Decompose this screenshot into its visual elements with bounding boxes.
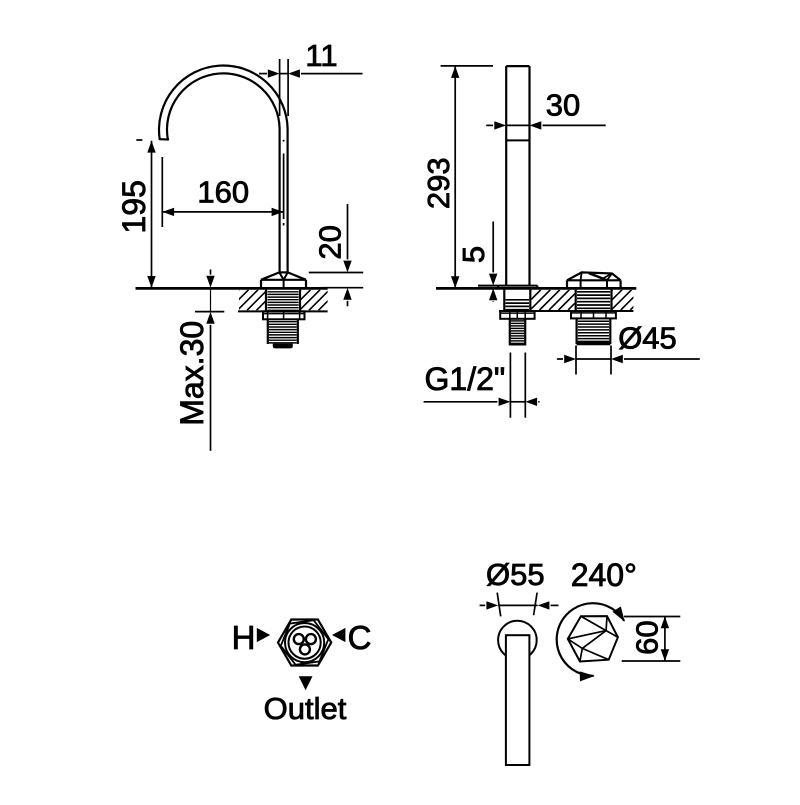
svg-text:Ø45: Ø45 [618,321,677,356]
svg-text:Ø55: Ø55 [486,557,545,592]
svg-text:293: 293 [421,157,456,209]
svg-text:20: 20 [312,225,347,259]
svg-text:30: 30 [546,88,580,123]
svg-text:G1/2": G1/2" [425,361,506,397]
svg-text:240°: 240° [571,557,637,593]
svg-text:11: 11 [305,38,337,73]
svg-text:Outlet: Outlet [264,691,347,726]
svg-text:160: 160 [197,175,249,210]
svg-text:195: 195 [116,180,152,233]
svg-text:C: C [348,619,372,656]
svg-text:5: 5 [456,246,491,263]
svg-text:60: 60 [630,620,665,654]
svg-text:Max.30: Max.30 [174,321,210,426]
svg-text:H: H [232,619,256,656]
